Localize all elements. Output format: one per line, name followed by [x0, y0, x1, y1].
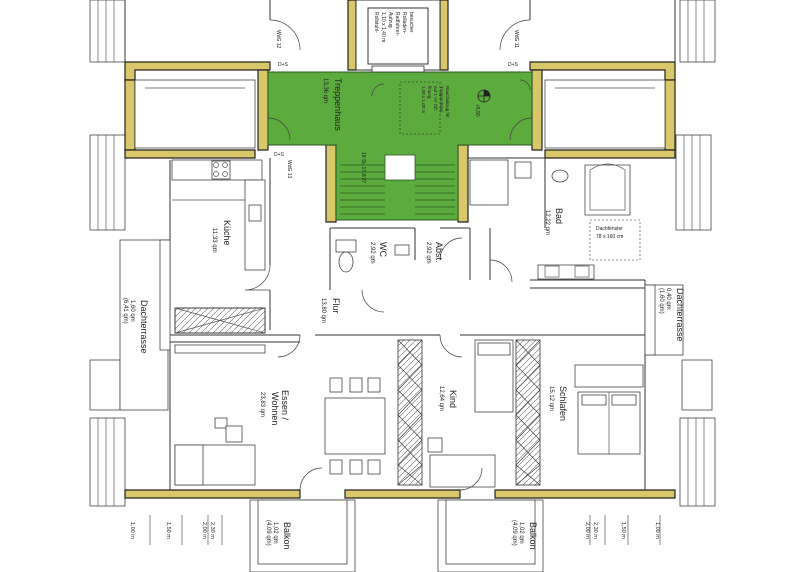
stair-note: 18 St. 17,8/27	[360, 152, 366, 183]
label-schlafen: Schlafen	[558, 386, 568, 421]
balconies	[249, 499, 544, 572]
label-flur: Flur	[331, 298, 341, 314]
aufzug-line-4: Radfahrer-	[394, 12, 400, 36]
label-wc: WC	[378, 242, 388, 257]
rauchabzug-line-5: 1,00 x 1,00 m	[421, 86, 426, 114]
area-balkon-links: 1,02 qm	[272, 522, 278, 544]
area-essen-wohnen: 23,83 qm	[259, 392, 265, 417]
aufzug-line-3: Rollstuhl-	[373, 12, 379, 33]
neighbour-walls-top	[124, 0, 676, 62]
rauchabzug-line-1: Rauchabzug für	[445, 86, 450, 118]
wdg-11: WdG 11	[513, 30, 519, 48]
rauchabzug-line-4: ffnung	[427, 86, 432, 99]
dim-left-2: 1,50 m	[165, 522, 171, 539]
roof-window-outline	[589, 219, 641, 261]
sanitary-fixtures	[335, 159, 631, 280]
label-balkon-rechts: Balkon	[528, 522, 538, 550]
dimension-lines	[149, 515, 661, 545]
aufzug-line-1: Aufzug	[387, 12, 393, 28]
door-tag-2: D+S	[508, 62, 519, 68]
area-abst: 2,92 qm	[425, 242, 431, 264]
rauchabzug-line-2: Treppenhaus	[439, 86, 444, 113]
living-furniture	[174, 344, 386, 486]
label-essen-line-1: Essen /	[280, 390, 290, 421]
area-half-dachterrasse-links: (6,41 qm)	[122, 298, 128, 324]
area-half-balkon-rechts: (4,09 qm)	[511, 520, 517, 546]
roof-window-label: Dachfenster	[596, 226, 623, 232]
label-treppenhaus: Treppenhaus	[333, 78, 343, 131]
dim-right-1: 2,00 m	[584, 522, 590, 539]
area-kind: 12,64 qm	[438, 386, 444, 411]
area-bad: 12,22 qm	[544, 210, 550, 235]
dim-right-2: 2,30 m	[592, 522, 598, 539]
wardrobes	[174, 307, 541, 486]
door-tag-1: D+S	[278, 62, 289, 68]
aufzug-line-2: 1,10 x 1,40 m	[380, 12, 386, 42]
roof-window-size: 78 x 160 cm	[596, 234, 623, 240]
area-balkon-rechts: 1,02 qm	[518, 522, 524, 544]
dormer-insets	[134, 79, 666, 149]
area-dachterrasse-links: 1,60 qm	[129, 300, 135, 322]
roof-dormers	[89, 0, 716, 507]
area-treppenhaus: 13,36 qm	[322, 78, 328, 103]
area-half-balkon-links: (4,09 qm)	[265, 520, 271, 546]
wdg-12: WdG 12	[275, 30, 281, 49]
aufzug-line-6: besucher	[408, 12, 414, 33]
roof-terraces	[119, 239, 684, 411]
rauchabzug-line-3: auf 1 m² Öff.	[433, 86, 439, 111]
label-essen-line-2: Wohnen	[270, 392, 280, 425]
area-kueche: 11,33 qm	[211, 228, 217, 253]
dim-left-3: 2,00 m	[201, 522, 207, 539]
label-bad: Bad	[554, 208, 564, 224]
dim-right-3: 1,50 m	[620, 522, 626, 539]
kitchen-furniture	[171, 159, 266, 271]
dim-right-4: 1,00 m	[654, 522, 660, 539]
labels: Treppenhaus 13,36 qm Aufzug 1,10 x 1,40 …	[122, 12, 685, 550]
wdg-13: WdG 13	[286, 160, 292, 179]
outer-walls	[124, 0, 676, 499]
label-dachterrasse-links: Dachterrasse	[139, 300, 149, 354]
bedroom-furniture	[427, 339, 644, 488]
label-abst: Abst.	[434, 242, 444, 263]
label-dachterrasse-rechts: Dachterrasse	[675, 288, 685, 342]
stair-level: +5,50	[474, 104, 480, 117]
aufzug-line-5: Rolladen-	[401, 12, 407, 34]
label-kind: Kind	[448, 390, 458, 408]
area-half-dachterrasse-rechts: (1,60 qm)	[658, 288, 664, 314]
stairwell	[267, 0, 533, 221]
dim-left-4: 2,30 m	[209, 522, 215, 539]
door-tag-3: D+S	[274, 152, 285, 158]
area-dachterrasse-rechts: 0,40 qm	[665, 288, 671, 310]
area-schlafen: 15,12 qm	[548, 386, 554, 411]
dim-left-1: 1,00 m	[129, 522, 135, 539]
label-balkon-links: Balkon	[282, 522, 292, 550]
doors	[244, 117, 533, 491]
label-kueche: Küche	[222, 220, 232, 246]
area-flur: 13,80 qm	[320, 298, 326, 323]
area-wc: 2,92 qm	[369, 242, 375, 264]
